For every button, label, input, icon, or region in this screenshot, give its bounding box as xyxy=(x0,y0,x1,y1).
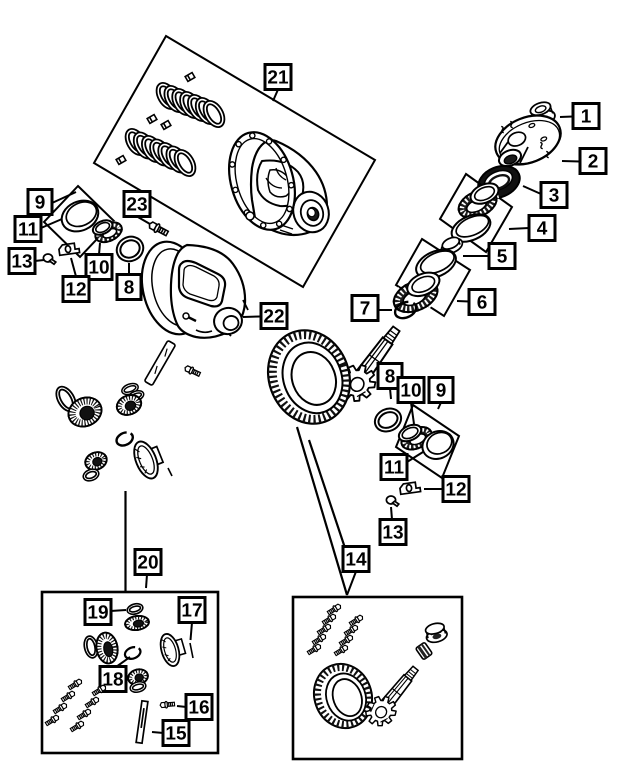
svg-text:9: 9 xyxy=(436,381,447,402)
svg-text:5: 5 xyxy=(497,247,508,268)
svg-text:22: 22 xyxy=(263,307,284,328)
svg-text:23: 23 xyxy=(126,195,147,216)
svg-text:12: 12 xyxy=(65,280,86,301)
svg-text:1: 1 xyxy=(581,107,592,128)
svg-text:13: 13 xyxy=(11,252,32,273)
svg-text:13: 13 xyxy=(382,523,403,544)
svg-text:19: 19 xyxy=(87,603,108,624)
svg-text:11: 11 xyxy=(384,458,405,479)
svg-text:7: 7 xyxy=(360,299,371,320)
svg-text:6: 6 xyxy=(477,293,488,314)
svg-text:9: 9 xyxy=(35,193,46,214)
svg-text:15: 15 xyxy=(165,724,187,745)
svg-text:20: 20 xyxy=(137,553,158,574)
svg-text:2: 2 xyxy=(588,152,599,173)
svg-text:14: 14 xyxy=(345,550,367,571)
svg-text:10: 10 xyxy=(88,258,109,279)
svg-text:17: 17 xyxy=(181,601,202,622)
svg-text:16: 16 xyxy=(188,698,209,719)
svg-text:12: 12 xyxy=(445,480,466,501)
svg-text:3: 3 xyxy=(549,186,560,207)
svg-text:11: 11 xyxy=(18,220,39,241)
svg-text:8: 8 xyxy=(385,367,396,388)
svg-text:4: 4 xyxy=(537,219,548,240)
svg-text:18: 18 xyxy=(102,670,123,691)
svg-text:21: 21 xyxy=(267,68,289,89)
svg-text:8: 8 xyxy=(124,278,135,299)
svg-text:10: 10 xyxy=(400,381,421,402)
